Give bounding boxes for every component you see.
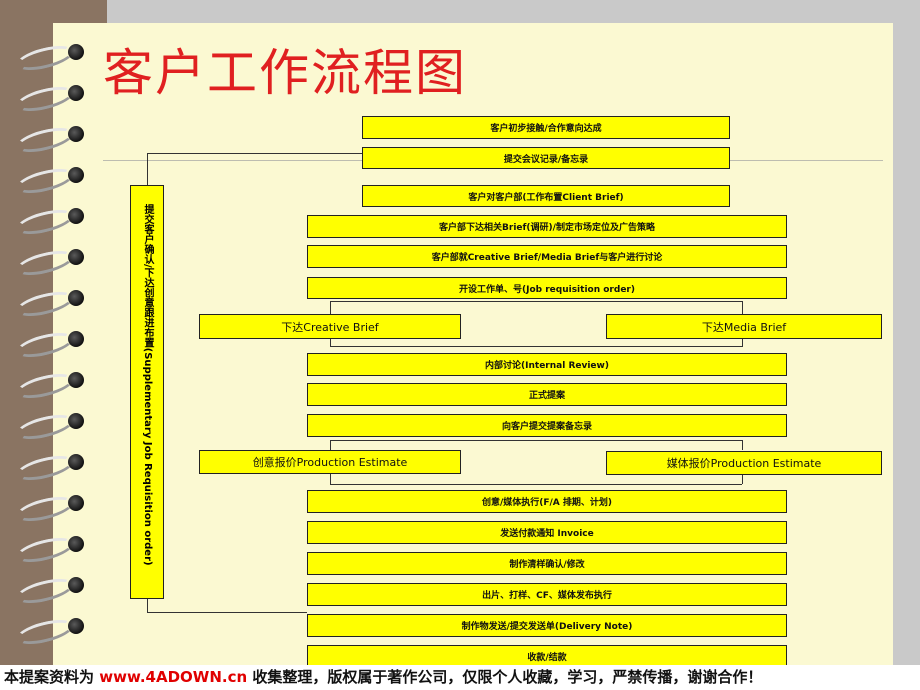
flow-step-creative-estimate: 创意报价Production Estimate (199, 450, 461, 474)
flow-step: 客户部就Creative Brief/Media Brief与客户进行讨论 (307, 245, 787, 268)
connector-line (330, 346, 742, 347)
flow-step: 制作物发送/提交发送单(Delivery Note) (307, 614, 787, 637)
connector-line (330, 440, 742, 441)
flow-step-media-estimate: 媒体报价Production Estimate (606, 451, 882, 475)
ring-icon (14, 451, 84, 485)
flow-step: 客户对客户部(工作布置Client Brief) (362, 185, 730, 207)
connector-line (330, 301, 331, 314)
flow-step: 客户部下达相关Brief(调研)/制定市场定位及广告策略 (307, 215, 787, 238)
page-title: 客户工作流程图 (103, 44, 467, 102)
ring-icon (14, 533, 84, 567)
flow-step: 客户初步接触/合作意向达成 (362, 116, 730, 139)
connector-line (330, 339, 331, 347)
footer-prefix: 本提案资料为 (4, 668, 100, 686)
flow-step: 收款/结款 (307, 645, 787, 667)
connector-line (147, 153, 148, 185)
flow-step-creative: 下达Creative Brief (199, 314, 461, 339)
flow-step: 制作清样确认/修改 (307, 552, 787, 575)
connector-line (147, 612, 307, 613)
side-box-label: 提交客户确认/下达创意跟进布置(Supplementary Job Requis… (142, 204, 153, 566)
ring-icon (14, 369, 84, 403)
connector-line (742, 474, 743, 484)
connector-line (147, 598, 148, 613)
connector-line (742, 301, 743, 314)
ring-icon (14, 123, 84, 157)
flow-step: 开设工作单、号(Job requisition order) (307, 277, 787, 299)
ring-icon (14, 205, 84, 239)
ring-icon (14, 574, 84, 608)
flow-step-media: 下达Media Brief (606, 314, 882, 339)
connector-line (742, 339, 743, 347)
ring-icon (14, 410, 84, 444)
footer-suffix: 收集整理，版权属于著作公司，仅限个人收藏，学习，严禁传播，谢谢合作！ (247, 668, 763, 686)
footer-notice: 本提案资料为 www.4ADOWN.cn 收集整理，版权属于著作公司，仅限个人收… (0, 665, 920, 690)
ring-icon (14, 615, 84, 649)
flow-step: 向客户提交提案备忘录 (307, 414, 787, 437)
ring-icon (14, 287, 84, 321)
ring-icon (14, 82, 84, 116)
connector-line (330, 484, 742, 485)
flow-step: 正式提案 (307, 383, 787, 406)
connector-line (330, 440, 331, 450)
ring-icon (14, 41, 84, 75)
flow-step: 内部讨论(Internal Review) (307, 353, 787, 376)
flow-step: 提交会议记录/备忘录 (362, 147, 730, 169)
ring-icon (14, 492, 84, 526)
flow-step: 创意/媒体执行(F/A 排期、计划) (307, 490, 787, 513)
ring-icon (14, 246, 84, 280)
footer-site-link[interactable]: www.4ADOWN.cn (99, 668, 248, 686)
ring-icon (14, 164, 84, 198)
connector-line (330, 474, 331, 484)
connector-line (147, 153, 362, 154)
connector-line (330, 301, 742, 302)
connector-line (742, 440, 743, 450)
flow-step: 出片、打样、CF、媒体发布执行 (307, 583, 787, 606)
ring-icon (14, 328, 84, 362)
side-process-box: 提交客户确认/下达创意跟进布置(Supplementary Job Requis… (130, 185, 164, 599)
flow-step: 发送付款通知 Invoice (307, 521, 787, 544)
